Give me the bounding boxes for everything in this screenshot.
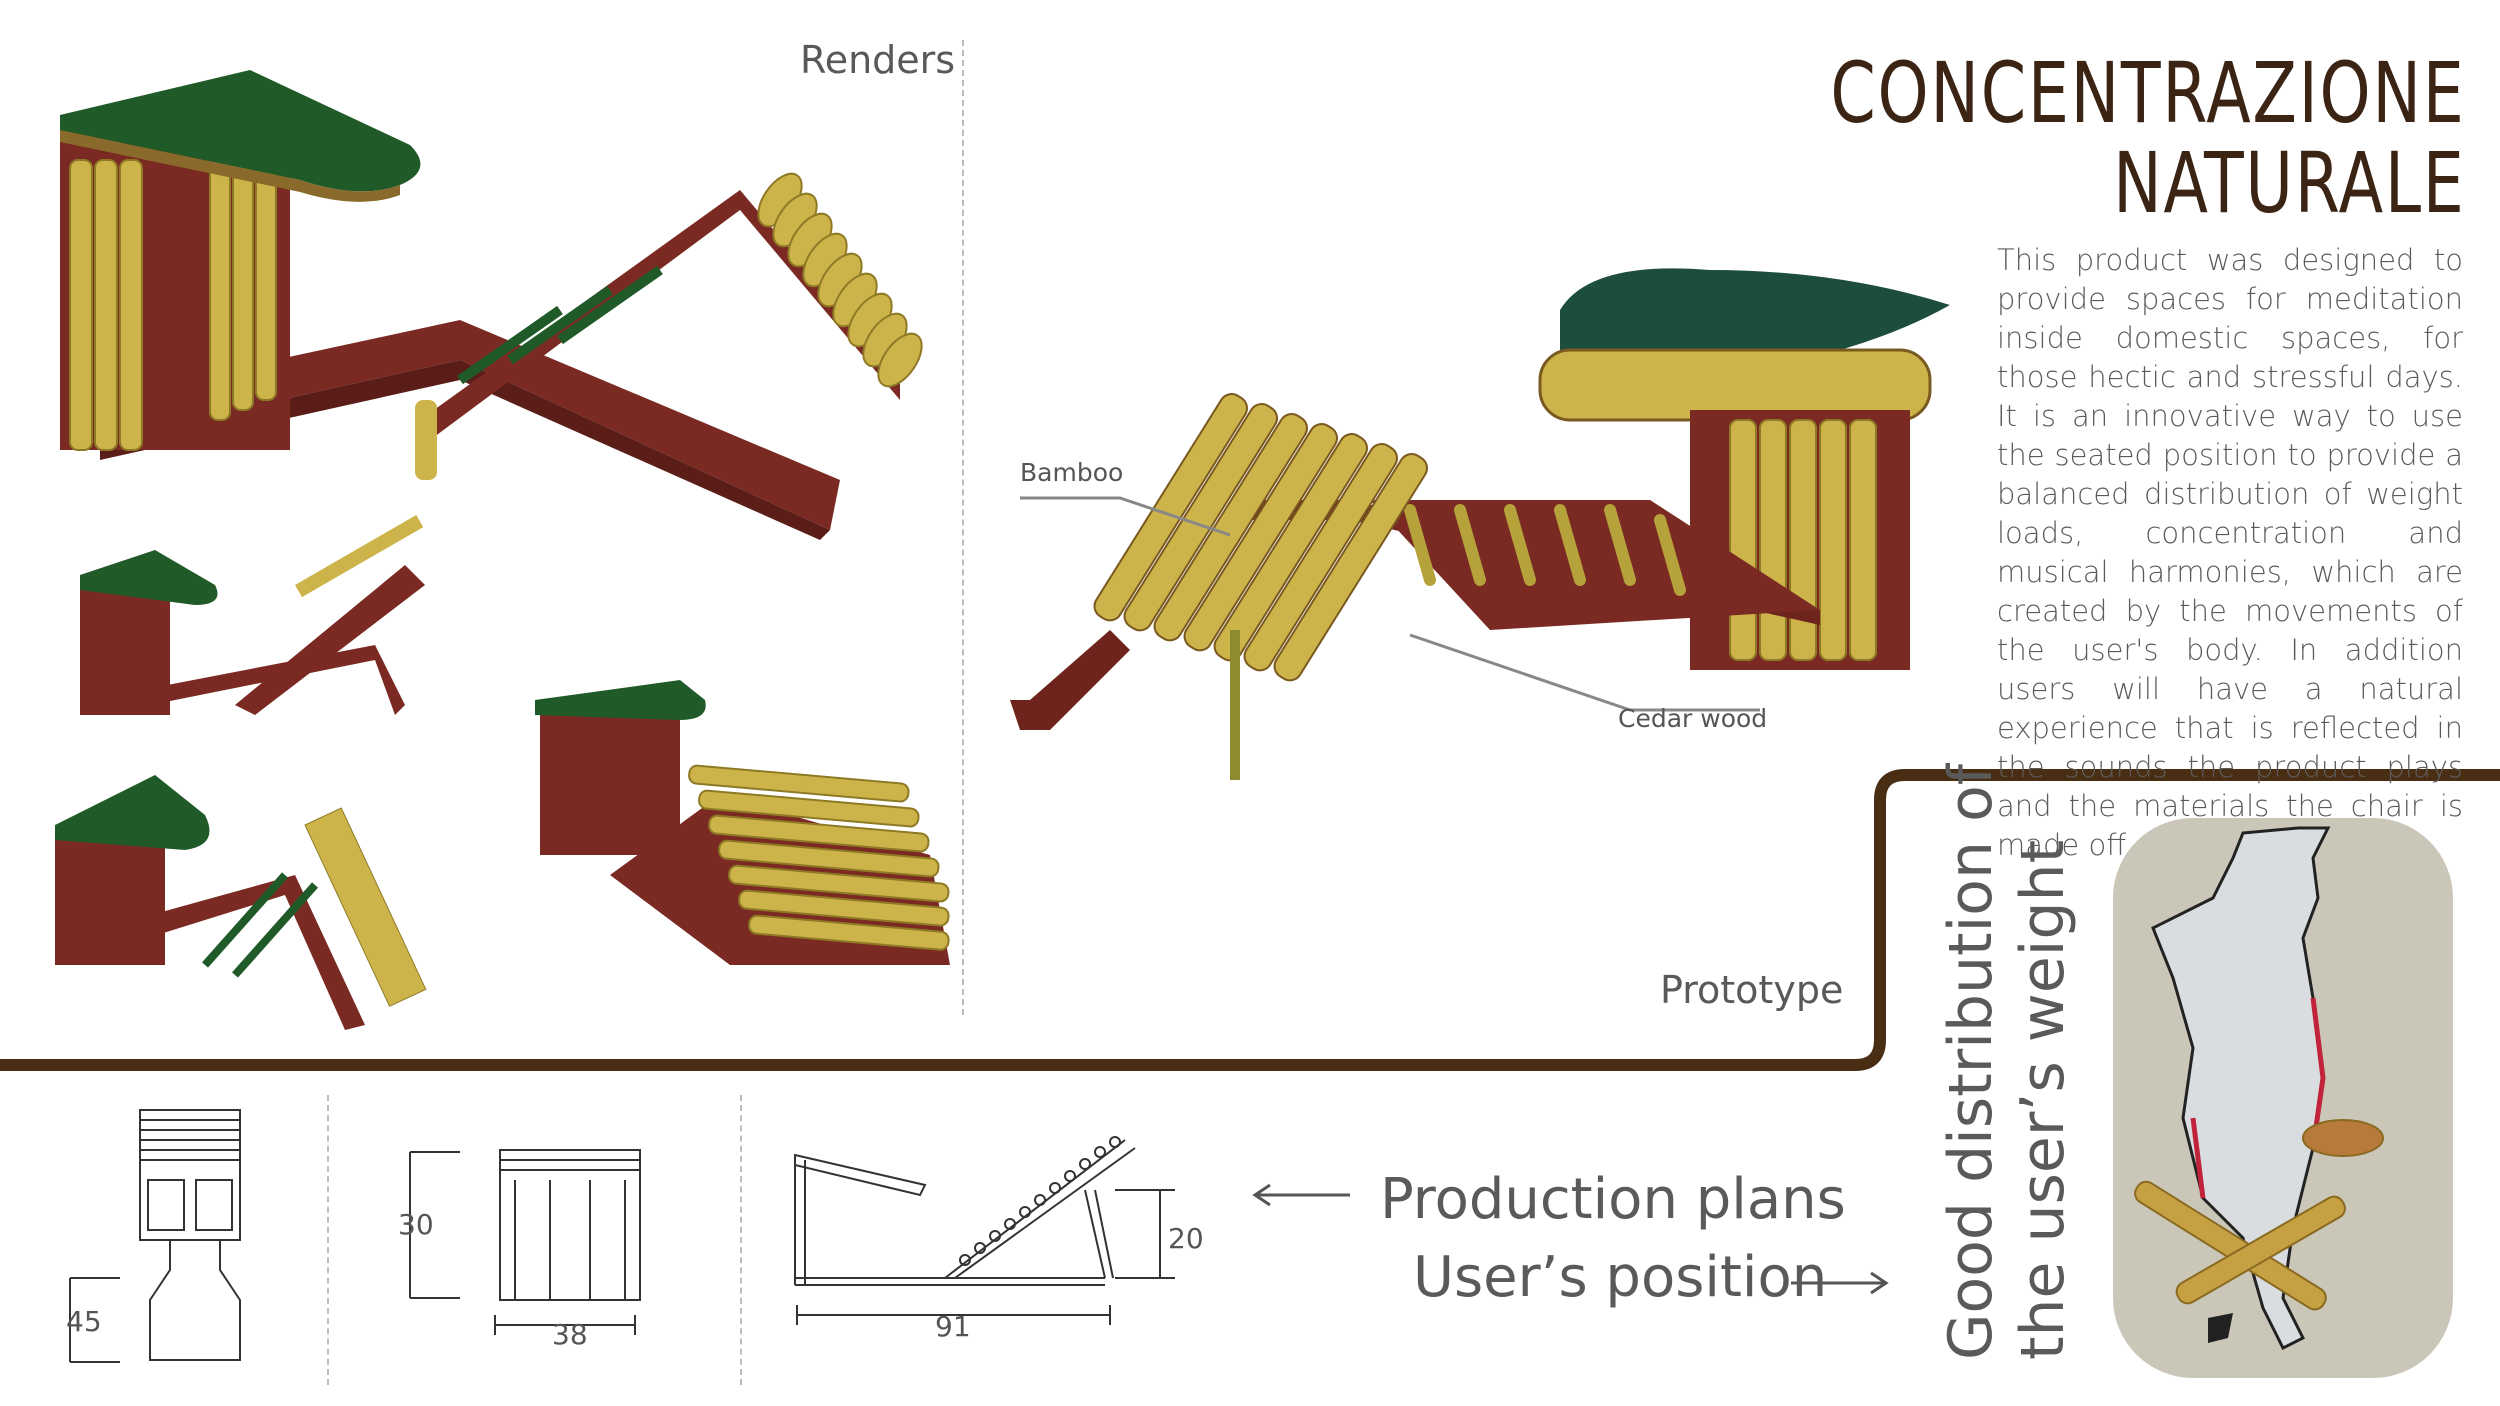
title-line-1: CONCENTRAZIONE — [1830, 44, 2466, 142]
plan-front-view — [69, 1109, 241, 1363]
dim-20: 20 — [1168, 1222, 1204, 1255]
user-position-illustration — [2113, 818, 2453, 1378]
arrow-left-icon — [1252, 1183, 1350, 1207]
divider-plan-2 — [740, 1095, 742, 1385]
prototype-photo — [1010, 268, 1950, 780]
product-description: This product was designed to provide spa… — [1997, 243, 2463, 862]
dim-91: 91 — [935, 1310, 971, 1343]
title-line-2: NATURALE — [2113, 134, 2466, 232]
weight-line-2: the user’s weight — [2008, 839, 2078, 1360]
divider-plan-1 — [327, 1095, 329, 1385]
page-title: CONCENTRAZIONE NATURALE — [1831, 48, 2466, 228]
dim-30: 30 — [398, 1208, 434, 1241]
weight-line-1: Good distribution of — [1936, 764, 2006, 1360]
dim-45: 45 — [66, 1305, 102, 1338]
render-small-2 — [55, 775, 427, 1030]
weight-distribution-label: Good distribution of the user’s weight — [1935, 764, 2079, 1360]
cedar-callout: Cedar wood — [1618, 704, 1768, 733]
divider-renders — [962, 40, 964, 1015]
render-main — [60, 70, 923, 540]
plan-side-view — [409, 1149, 641, 1335]
plan-top-view — [794, 1136, 1175, 1325]
arrow-right-icon — [1791, 1271, 1889, 1295]
prototype-label: Prototype — [1660, 968, 1844, 1012]
render-small-1 — [80, 515, 425, 715]
renders-label: Renders — [800, 38, 956, 82]
production-plans-label: Production plans — [1380, 1167, 1846, 1232]
bamboo-callout: Bamboo — [1020, 458, 1124, 487]
users-position-label: User’s position — [1413, 1245, 1828, 1310]
dim-38: 38 — [552, 1318, 588, 1351]
render-small-3 — [535, 680, 950, 965]
